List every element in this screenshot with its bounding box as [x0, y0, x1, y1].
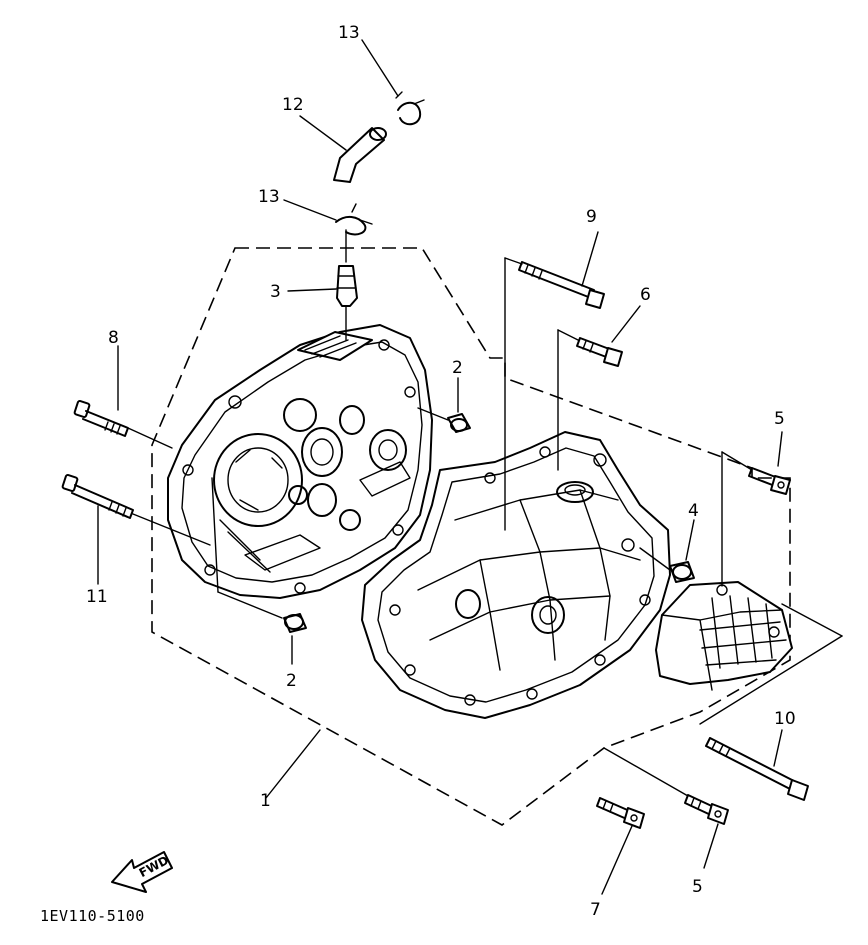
crankshaft-bore — [213, 433, 303, 527]
callout-5-lower: 5 — [692, 877, 703, 897]
callout-10: 10 — [774, 709, 796, 729]
breather-fitting — [336, 265, 358, 307]
bolt-7 — [596, 797, 645, 829]
right-crankcase-half — [361, 431, 671, 719]
callout-8: 8 — [108, 328, 119, 348]
fwd-arrow-icon: FWD — [111, 851, 173, 893]
bolt-9 — [518, 261, 605, 309]
callout-7: 7 — [590, 900, 601, 920]
callout-2-upper: 2 — [452, 358, 463, 378]
bolt-10 — [705, 737, 809, 801]
breather-hose — [333, 127, 387, 183]
assembly-boundary-dashed — [151, 247, 791, 826]
left-crankcase-half — [167, 324, 433, 599]
callout-2-lower: 2 — [286, 671, 297, 691]
bolt-5-lower — [684, 794, 729, 825]
callout-13-lower: 13 — [258, 187, 280, 207]
callout-11: 11 — [86, 587, 108, 607]
filler-boss — [556, 481, 594, 503]
strainer-block — [655, 581, 793, 691]
callout-3: 3 — [270, 282, 281, 302]
callout-4: 4 — [688, 501, 699, 521]
dowel-pin-right — [669, 561, 695, 583]
callout-1: 1 — [260, 791, 271, 811]
callout-6: 6 — [640, 285, 651, 305]
bolt-8 — [73, 400, 129, 437]
bolt-6 — [576, 337, 623, 367]
dowel-pin-upper — [447, 413, 471, 433]
leader-lines — [97, 39, 843, 895]
callout-13-upper: 13 — [338, 23, 360, 43]
hose-clip-upper — [395, 91, 425, 126]
hose-clip-lower — [335, 203, 373, 236]
callout-5-upper: 5 — [774, 409, 785, 429]
bolt-11 — [61, 474, 134, 519]
dowel-pin-lower — [283, 613, 307, 633]
drawing-code: 1EV110-5100 — [40, 907, 145, 925]
callout-9: 9 — [586, 207, 597, 227]
callout-12: 12 — [282, 95, 304, 115]
bolt-5-upper — [748, 467, 791, 495]
